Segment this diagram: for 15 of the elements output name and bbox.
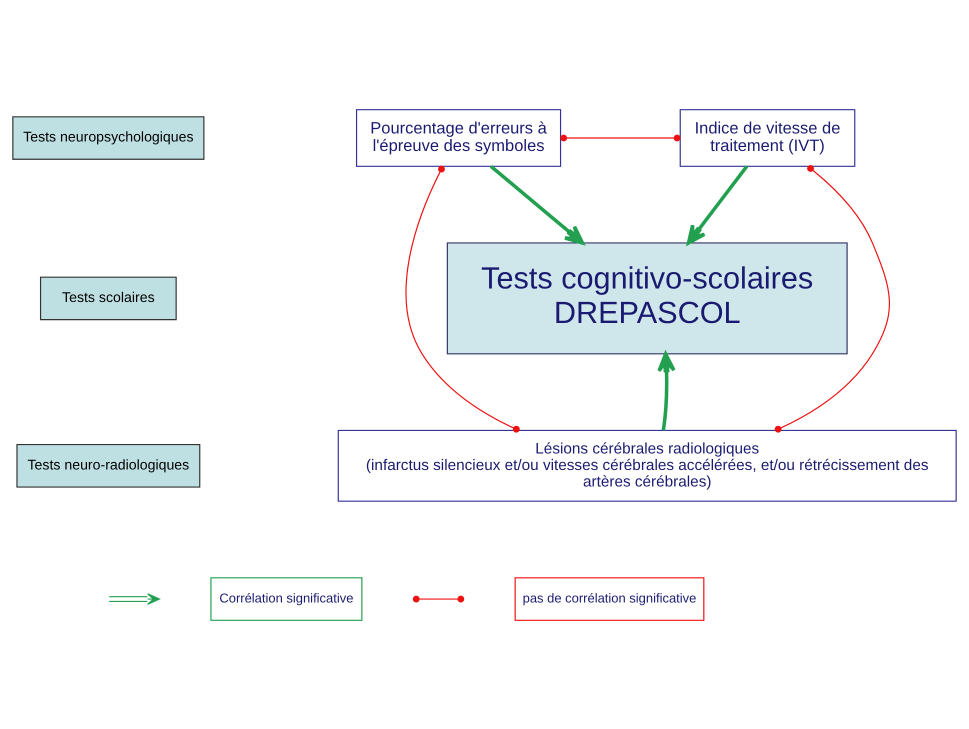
arrow (657, 352, 676, 430)
legend-label: Corrélation significative (219, 590, 354, 605)
node-box: Lésions cérébrales radiologiques (infarctus silencieux et/ou vitesses cérébrales accélérées, et/ou rétrécissement des artères cérébrales) (338, 429, 957, 502)
node-box: Tests neuropsychologiques (12, 116, 204, 160)
node-box: Indice de vitesse de traitement (IVT) (680, 108, 856, 166)
connector (774, 164, 890, 432)
arrow (490, 164, 584, 244)
node-box: Tests neuro-radiologiques (16, 444, 200, 488)
node-box: Tests scolaires (40, 276, 177, 320)
arrow (686, 164, 748, 244)
node-box: Tests cognitivo-scolaires DREPASCOL (446, 242, 848, 354)
node-box: Pourcentage d'erreurs à l'épreuve des symboles (356, 108, 562, 166)
connector (560, 134, 680, 141)
legend-label: pas de corrélation significative (522, 590, 696, 605)
connector (405, 165, 520, 432)
